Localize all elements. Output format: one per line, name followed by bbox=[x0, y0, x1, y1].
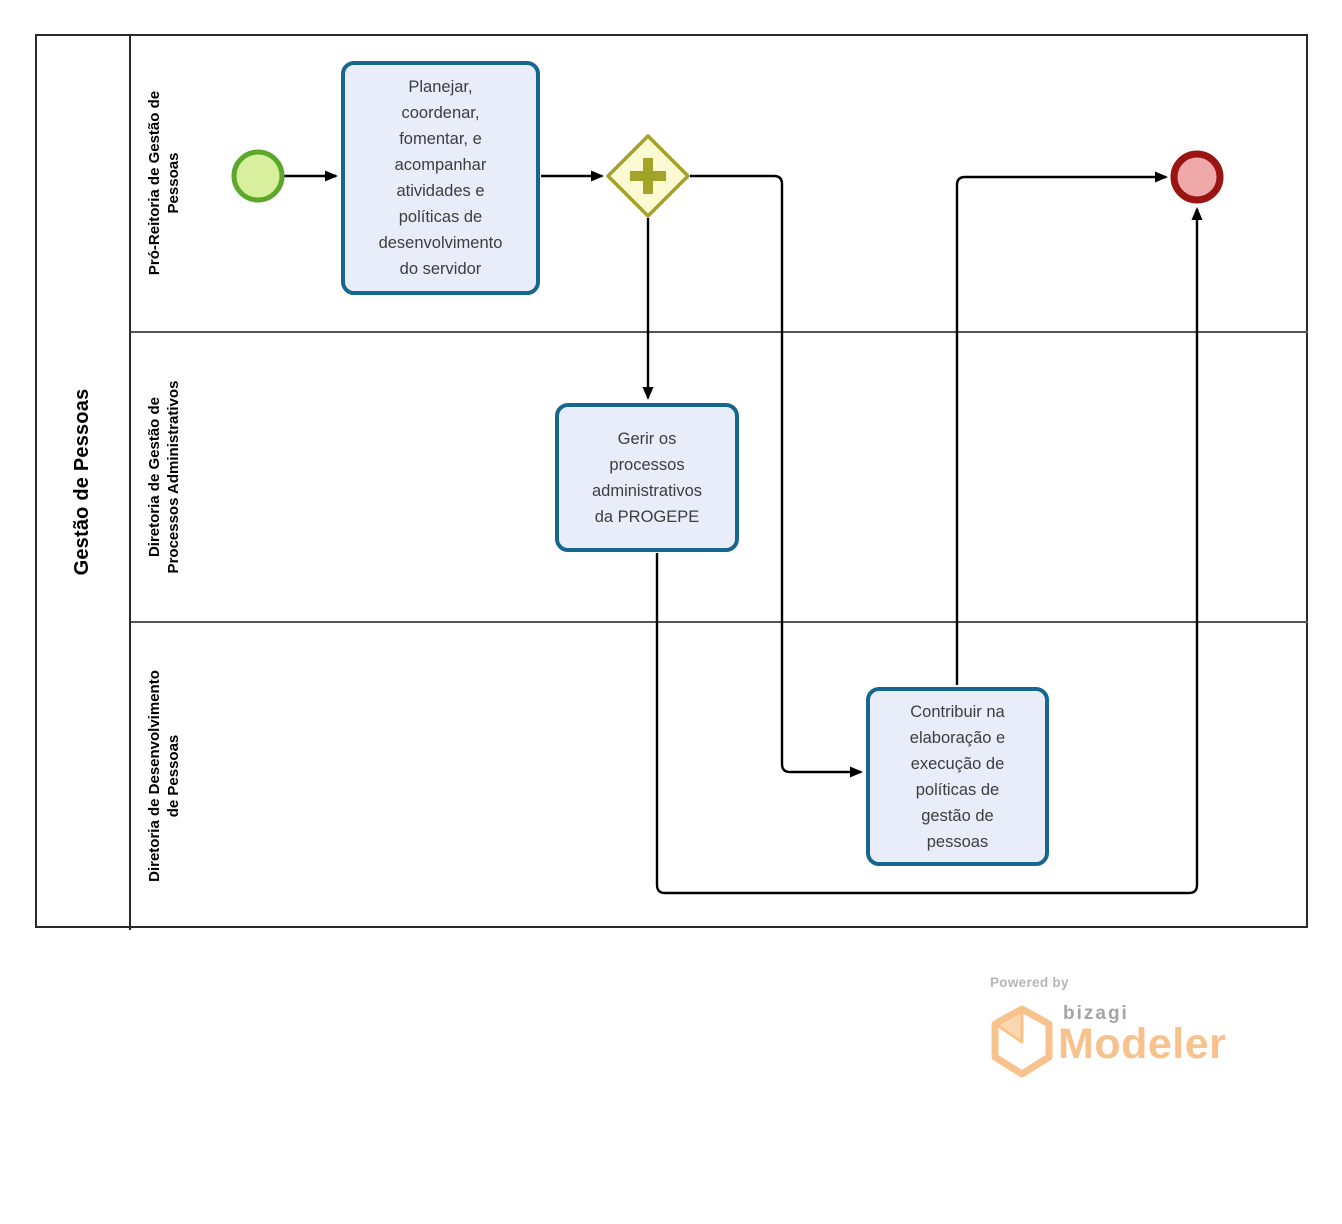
plus-icon bbox=[630, 158, 666, 194]
task-contribuir-label: Contribuir na elaboração e execução de p… bbox=[909, 702, 1006, 851]
lane-divider-1 bbox=[131, 331, 1308, 333]
end-event[interactable] bbox=[1170, 150, 1224, 204]
task-gerir-label: Gerir os processos administrativos da PR… bbox=[591, 429, 703, 526]
lane-divider-2 bbox=[131, 621, 1308, 623]
powered-by-text: Powered by bbox=[990, 975, 1069, 990]
bizagi-wordmark: bizagi bbox=[1063, 1003, 1129, 1024]
flow-gerir-to-end[interactable] bbox=[655, 207, 1203, 895]
flow-contribuir-to-end[interactable] bbox=[955, 171, 1168, 685]
task-gerir[interactable]: Gerir os processos administrativos da PR… bbox=[555, 403, 739, 552]
flow-gateway-to-contribuir[interactable] bbox=[690, 174, 863, 778]
task-contribuir[interactable]: Contribuir na elaboração e execução de p… bbox=[866, 687, 1049, 866]
start-event[interactable] bbox=[231, 149, 285, 203]
pool-header-separator bbox=[129, 34, 131, 930]
task-planejar-label: Planejar, coordenar, fomentar, e acompan… bbox=[378, 78, 503, 278]
modeler-wordmark: Modeler bbox=[1058, 1020, 1227, 1068]
task-planejar[interactable]: Planejar, coordenar, fomentar, e acompan… bbox=[341, 61, 540, 295]
bizagi-cube-icon bbox=[991, 1005, 1053, 1078]
